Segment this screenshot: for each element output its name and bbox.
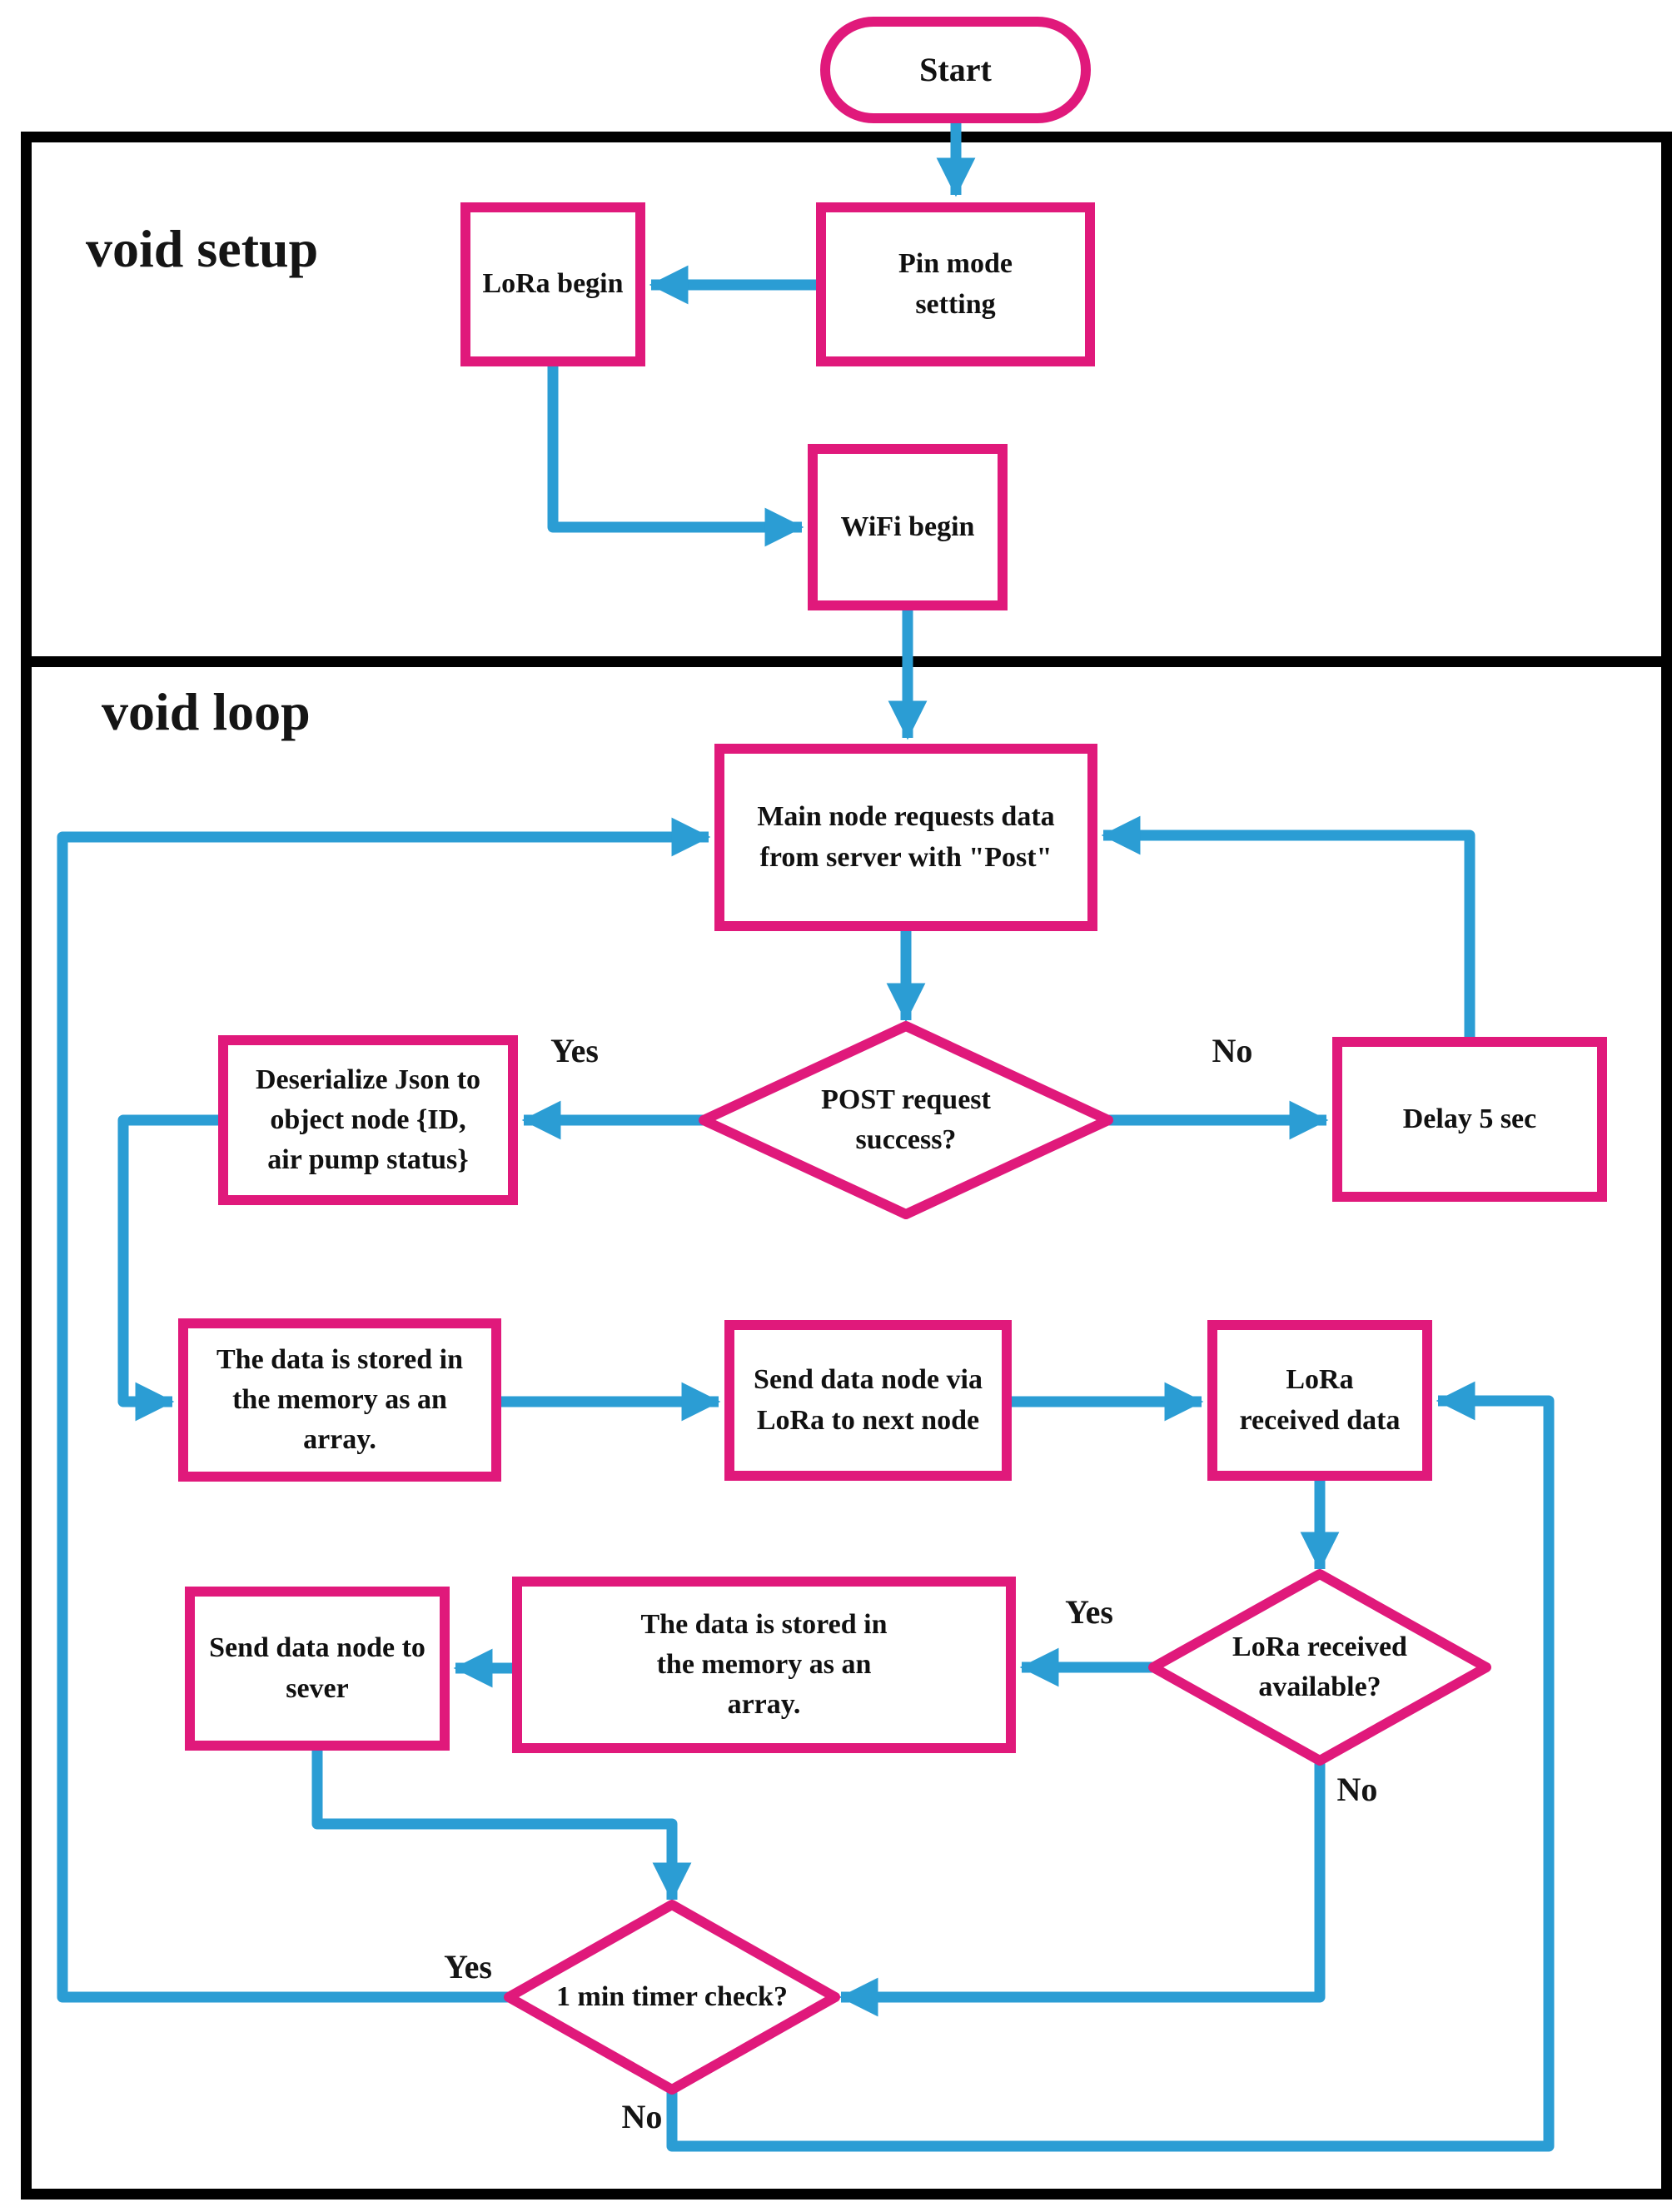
timer-check-diamond [504,1900,840,2095]
arrow-available-no-to-timercheck [838,1761,1326,2017]
arrow-delay-loop-to-mainrequest [1101,815,1475,1037]
post-no-label: No [1212,1032,1253,1069]
void-loop-label: void loop [102,682,311,741]
deserialize-json-node: Deserialize Json to object node {ID, air… [218,1035,518,1205]
post-request-success-diamond [699,1021,1113,1219]
timer-yes-label: Yes [444,1948,492,1985]
lora-received-available-text: LoRa received available? [1232,1631,1407,1702]
store-array-1-node: The data is stored in the memory as an a… [178,1318,501,1482]
void-setup-section-frame [21,132,1672,667]
lora-received-data-node: LoRa received data [1207,1320,1432,1481]
start-node: Start [820,17,1091,123]
available-no-label: No [1336,1771,1378,1808]
start-node-label: Start [919,50,992,88]
delay-5-sec-node: Delay 5 sec [1332,1037,1607,1202]
post-yes-label: Yes [550,1032,599,1069]
void-loop-section-frame [21,645,1672,2200]
timer-check-text: 1 min timer check? [556,1980,788,2012]
void-setup-label: void setup [86,219,319,278]
arrow-deserialize-to-store1 [117,1114,218,1422]
lora-received-available-diamond [1148,1569,1491,1766]
send-to-server-node: Send data node to sever [185,1587,450,1751]
post-request-success-text: POST request success? [821,1084,991,1155]
arrow-timer-no-loop-to-lorareceived [666,1381,1555,2152]
store-array-2-node: The data is stored in the memory as an a… [512,1577,1016,1753]
pin-mode-setting-node: Pin mode setting [816,202,1095,366]
main-request-node: Main node requests data from server with… [714,744,1097,931]
arrow-lorabegin-to-wifibegin [547,366,804,547]
arrow-sendtoserver-to-timercheck [311,1751,692,1902]
arrow-timer-yes-loop-to-mainrequest [57,817,711,2003]
wifi-begin-node: WiFi begin [808,444,1008,610]
available-yes-label: Yes [1065,1593,1113,1631]
timer-no-label: No [621,2098,663,2135]
send-via-lora-node: Send data node via LoRa to next node [724,1320,1012,1481]
lora-begin-node: LoRa begin [460,202,645,366]
